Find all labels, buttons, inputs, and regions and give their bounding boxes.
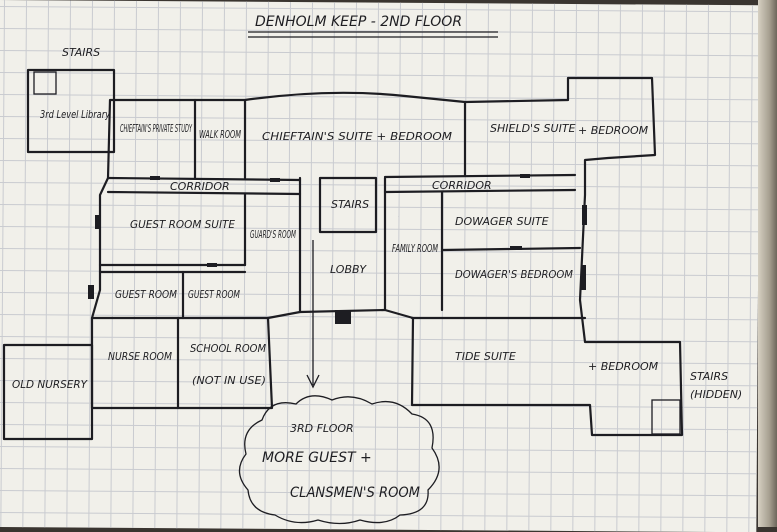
label-corridor-west: CORRIDOR	[170, 180, 230, 193]
label-walk-room: WALK ROOM	[199, 128, 241, 141]
library-room	[26, 68, 116, 154]
notebook-edge	[758, 0, 777, 527]
label-chieftain-suite: CHIEFTAIN'S SUITE + BEDROOM	[262, 130, 453, 143]
door	[270, 178, 280, 182]
label-clansmen: CLANSMEN'S ROOM	[290, 485, 420, 501]
label-library: 3rd Level Library	[40, 108, 110, 121]
label-more-guest: MORE GUEST +	[262, 450, 372, 466]
window	[88, 285, 94, 299]
door	[520, 174, 530, 178]
label-shield-bedroom: + BEDROOM	[578, 124, 649, 137]
label-old-nursery: OLD NURSERY	[12, 378, 88, 391]
old-nursery-room	[2, 343, 94, 441]
label-dowager-suite: DOWAGER SUITE	[455, 215, 549, 228]
label-nurse-room: NURSE ROOM	[108, 350, 172, 363]
label-dowager-bedroom: DOWAGER'S BEDROOM	[455, 268, 573, 281]
label-school-note: (NOT IN USE)	[192, 374, 266, 387]
label-corridor-east: CORRIDOR	[432, 179, 492, 192]
label-guest-room-1: GUEST ROOM	[115, 288, 177, 301]
window	[581, 265, 586, 290]
window	[95, 215, 99, 229]
window	[582, 205, 587, 225]
label-lobby: LOBBY	[330, 263, 367, 276]
corridor-wall	[383, 188, 577, 194]
hidden-stairs	[651, 399, 681, 435]
central-stairs	[318, 176, 378, 234]
label-guards-room: GUARD'S ROOM	[250, 228, 296, 241]
label-stairs-center: STAIRS	[331, 198, 369, 211]
label-stairs-top: STAIRS	[62, 46, 100, 59]
third-floor-cloud	[238, 395, 440, 525]
library-stairs	[33, 71, 57, 95]
label-guest-room-2: GUEST ROOM	[188, 288, 240, 301]
label-guest-suite: GUEST ROOM SUITE	[130, 218, 235, 231]
corridor-wall	[106, 190, 302, 196]
label-third-floor: 3RD FLOOR	[290, 422, 354, 435]
door	[150, 176, 160, 180]
corridor-wall	[383, 173, 577, 179]
label-school-room: SCHOOL ROOM	[190, 342, 266, 355]
corridor-wall	[106, 176, 302, 182]
label-tide-bedroom: + BEDROOM	[588, 360, 659, 373]
label-tide-suite: TIDE SUITE	[455, 350, 516, 363]
door	[510, 246, 522, 250]
door	[207, 263, 217, 267]
label-stairs-hidden-note: (HIDDEN)	[690, 388, 742, 401]
label-shield-suite: SHIELD'S SUITE	[490, 122, 576, 135]
entry-door	[335, 310, 351, 324]
label-chieftain-study: CHIEFTAIN'S PRIVATE STUDY	[120, 122, 193, 135]
label-family-room: FAMILY ROOM	[392, 242, 438, 255]
arrow-head	[306, 374, 320, 389]
plan-title: DENHOLM KEEP - 2ND FLOOR	[255, 14, 462, 30]
label-stairs-hidden: STAIRS	[690, 370, 728, 383]
